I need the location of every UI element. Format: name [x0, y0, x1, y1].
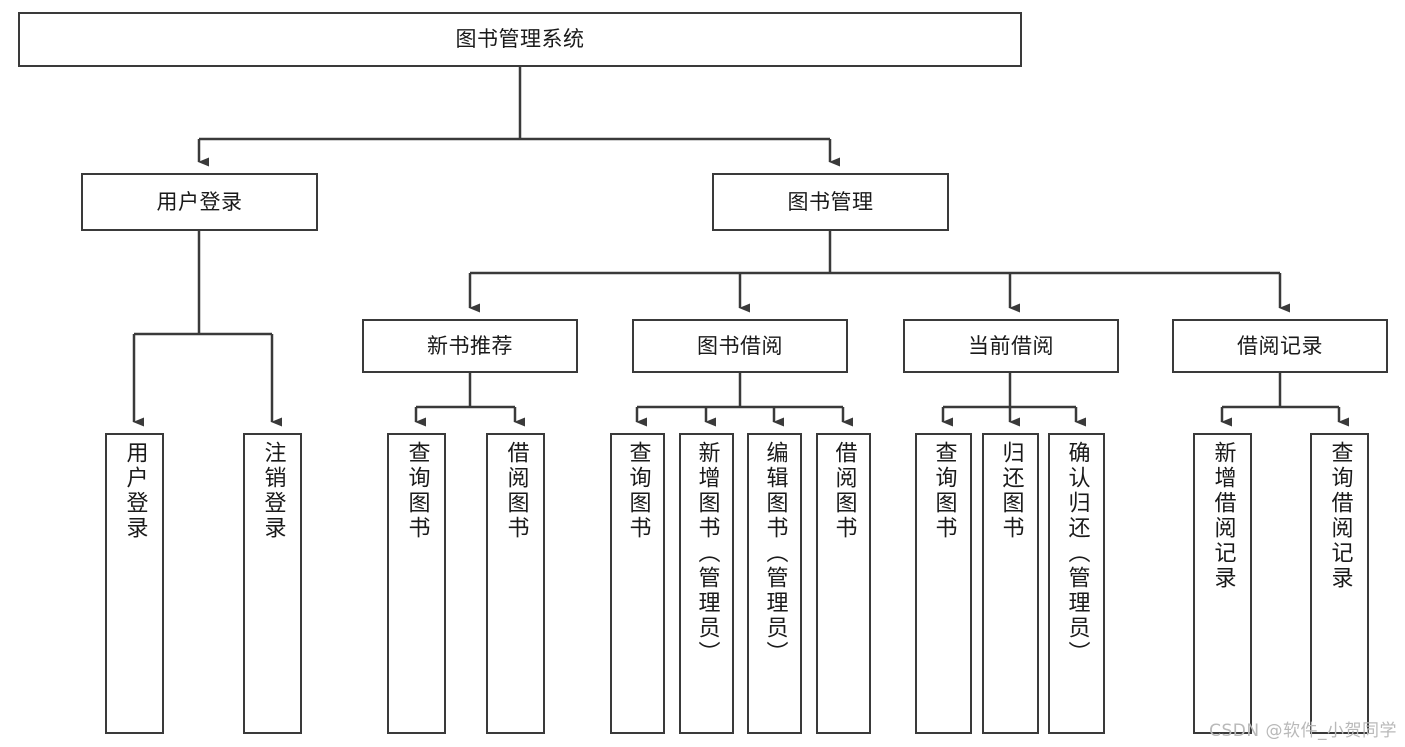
node-leaf-add-borrow-record[interactable]: 新增借阅记录: [1193, 433, 1252, 734]
node-current-borrow-label: 当前借阅: [968, 333, 1054, 358]
node-leaf-confirm-return-admin[interactable]: 确认归还（管理员）: [1048, 433, 1105, 734]
node-leaf-query-book-recommend-label: 查询图书: [404, 441, 430, 541]
node-leaf-query-borrow-record[interactable]: 查询借阅记录: [1310, 433, 1369, 734]
node-leaf-edit-book-admin-label: 编辑图书（管理员）: [762, 441, 788, 666]
node-new-book-recommend[interactable]: 新书推荐: [362, 319, 578, 373]
node-leaf-add-book-admin-label: 新增图书（管理员）: [694, 441, 720, 666]
node-borrow-record[interactable]: 借阅记录: [1172, 319, 1388, 373]
node-leaf-return-book[interactable]: 归还图书: [982, 433, 1039, 734]
node-leaf-borrow-book-label: 借阅图书: [831, 441, 857, 541]
node-leaf-query-borrow-record-label: 查询借阅记录: [1327, 441, 1353, 591]
node-borrow-record-label: 借阅记录: [1237, 333, 1323, 358]
node-leaf-add-borrow-record-label: 新增借阅记录: [1210, 441, 1236, 591]
node-leaf-user-login-label: 用户登录: [122, 441, 148, 541]
node-book-management-label: 图书管理: [787, 189, 874, 214]
node-leaf-query-book-recommend[interactable]: 查询图书: [387, 433, 446, 734]
node-root[interactable]: 图书管理系统: [18, 12, 1022, 67]
node-leaf-return-book-label: 归还图书: [998, 441, 1024, 541]
node-new-book-recommend-label: 新书推荐: [427, 333, 513, 358]
node-leaf-query-book-current[interactable]: 查询图书: [915, 433, 972, 734]
node-book-borrow[interactable]: 图书借阅: [632, 319, 848, 373]
node-leaf-confirm-return-admin-label: 确认归还（管理员）: [1064, 441, 1090, 666]
node-leaf-borrow-book-recommend[interactable]: 借阅图书: [486, 433, 545, 734]
node-leaf-logout-login-label: 注销登录: [260, 441, 286, 541]
node-leaf-edit-book-admin[interactable]: 编辑图书（管理员）: [747, 433, 802, 734]
node-leaf-logout-login[interactable]: 注销登录: [243, 433, 302, 734]
node-user-login[interactable]: 用户登录: [81, 173, 318, 231]
node-leaf-query-book-borrow-label: 查询图书: [625, 441, 651, 541]
node-root-label: 图书管理系统: [455, 27, 585, 52]
csdn-watermark: CSDN @软件_小贺同学: [1209, 721, 1397, 741]
node-book-management[interactable]: 图书管理: [712, 173, 949, 231]
node-current-borrow[interactable]: 当前借阅: [903, 319, 1119, 373]
node-leaf-borrow-book-recommend-label: 借阅图书: [503, 441, 529, 541]
node-leaf-add-book-admin[interactable]: 新增图书（管理员）: [679, 433, 734, 734]
node-leaf-query-book-current-label: 查询图书: [931, 441, 957, 541]
node-leaf-borrow-book[interactable]: 借阅图书: [816, 433, 871, 734]
node-leaf-query-book-borrow[interactable]: 查询图书: [610, 433, 665, 734]
node-user-login-label: 用户登录: [156, 189, 243, 214]
node-book-borrow-label: 图书借阅: [697, 333, 783, 358]
node-leaf-user-login[interactable]: 用户登录: [105, 433, 164, 734]
